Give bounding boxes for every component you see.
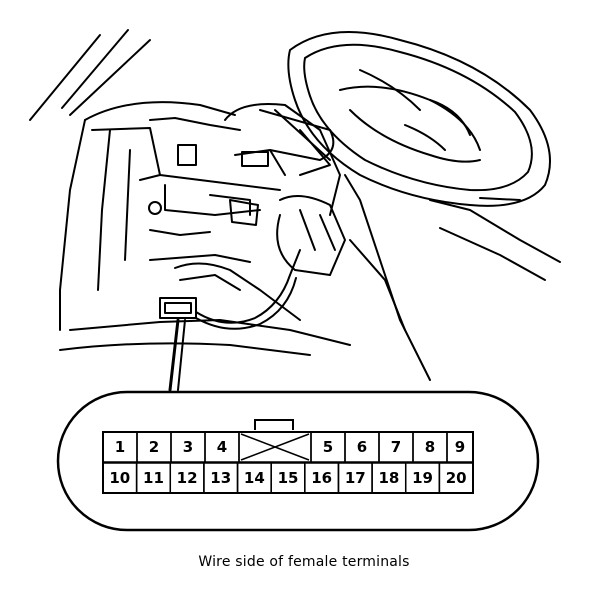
pin-number: 6 [357, 438, 367, 456]
pin-number: 18 [378, 469, 399, 487]
pin-number: 17 [345, 469, 366, 487]
pin-number: 4 [217, 438, 227, 456]
dashboard-drawing [29, 29, 561, 392]
blank-cross-line [240, 433, 310, 461]
pin-cell [446, 431, 474, 463]
pin-number: 2 [149, 438, 159, 456]
connector-outline [56, 390, 540, 532]
pin-number: 11 [143, 469, 164, 487]
pin-number: 14 [244, 469, 265, 487]
caption: Wire side of female terminals [198, 554, 410, 570]
pin-number: 10 [109, 469, 130, 487]
pin-number: 3 [183, 438, 193, 456]
pin-number: 1 [115, 438, 125, 456]
pin-cell [438, 462, 474, 494]
pin-number: 13 [210, 469, 231, 487]
pin-number: 9 [455, 438, 465, 456]
pin-number: 12 [177, 469, 198, 487]
pin-number: 20 [446, 469, 467, 487]
pin-number: 19 [412, 469, 433, 487]
pin-number: 15 [278, 469, 299, 487]
pin-number: 16 [311, 469, 332, 487]
pin-number: 8 [425, 438, 435, 456]
pin-number: 7 [391, 438, 401, 456]
pin-number: 5 [323, 438, 333, 456]
